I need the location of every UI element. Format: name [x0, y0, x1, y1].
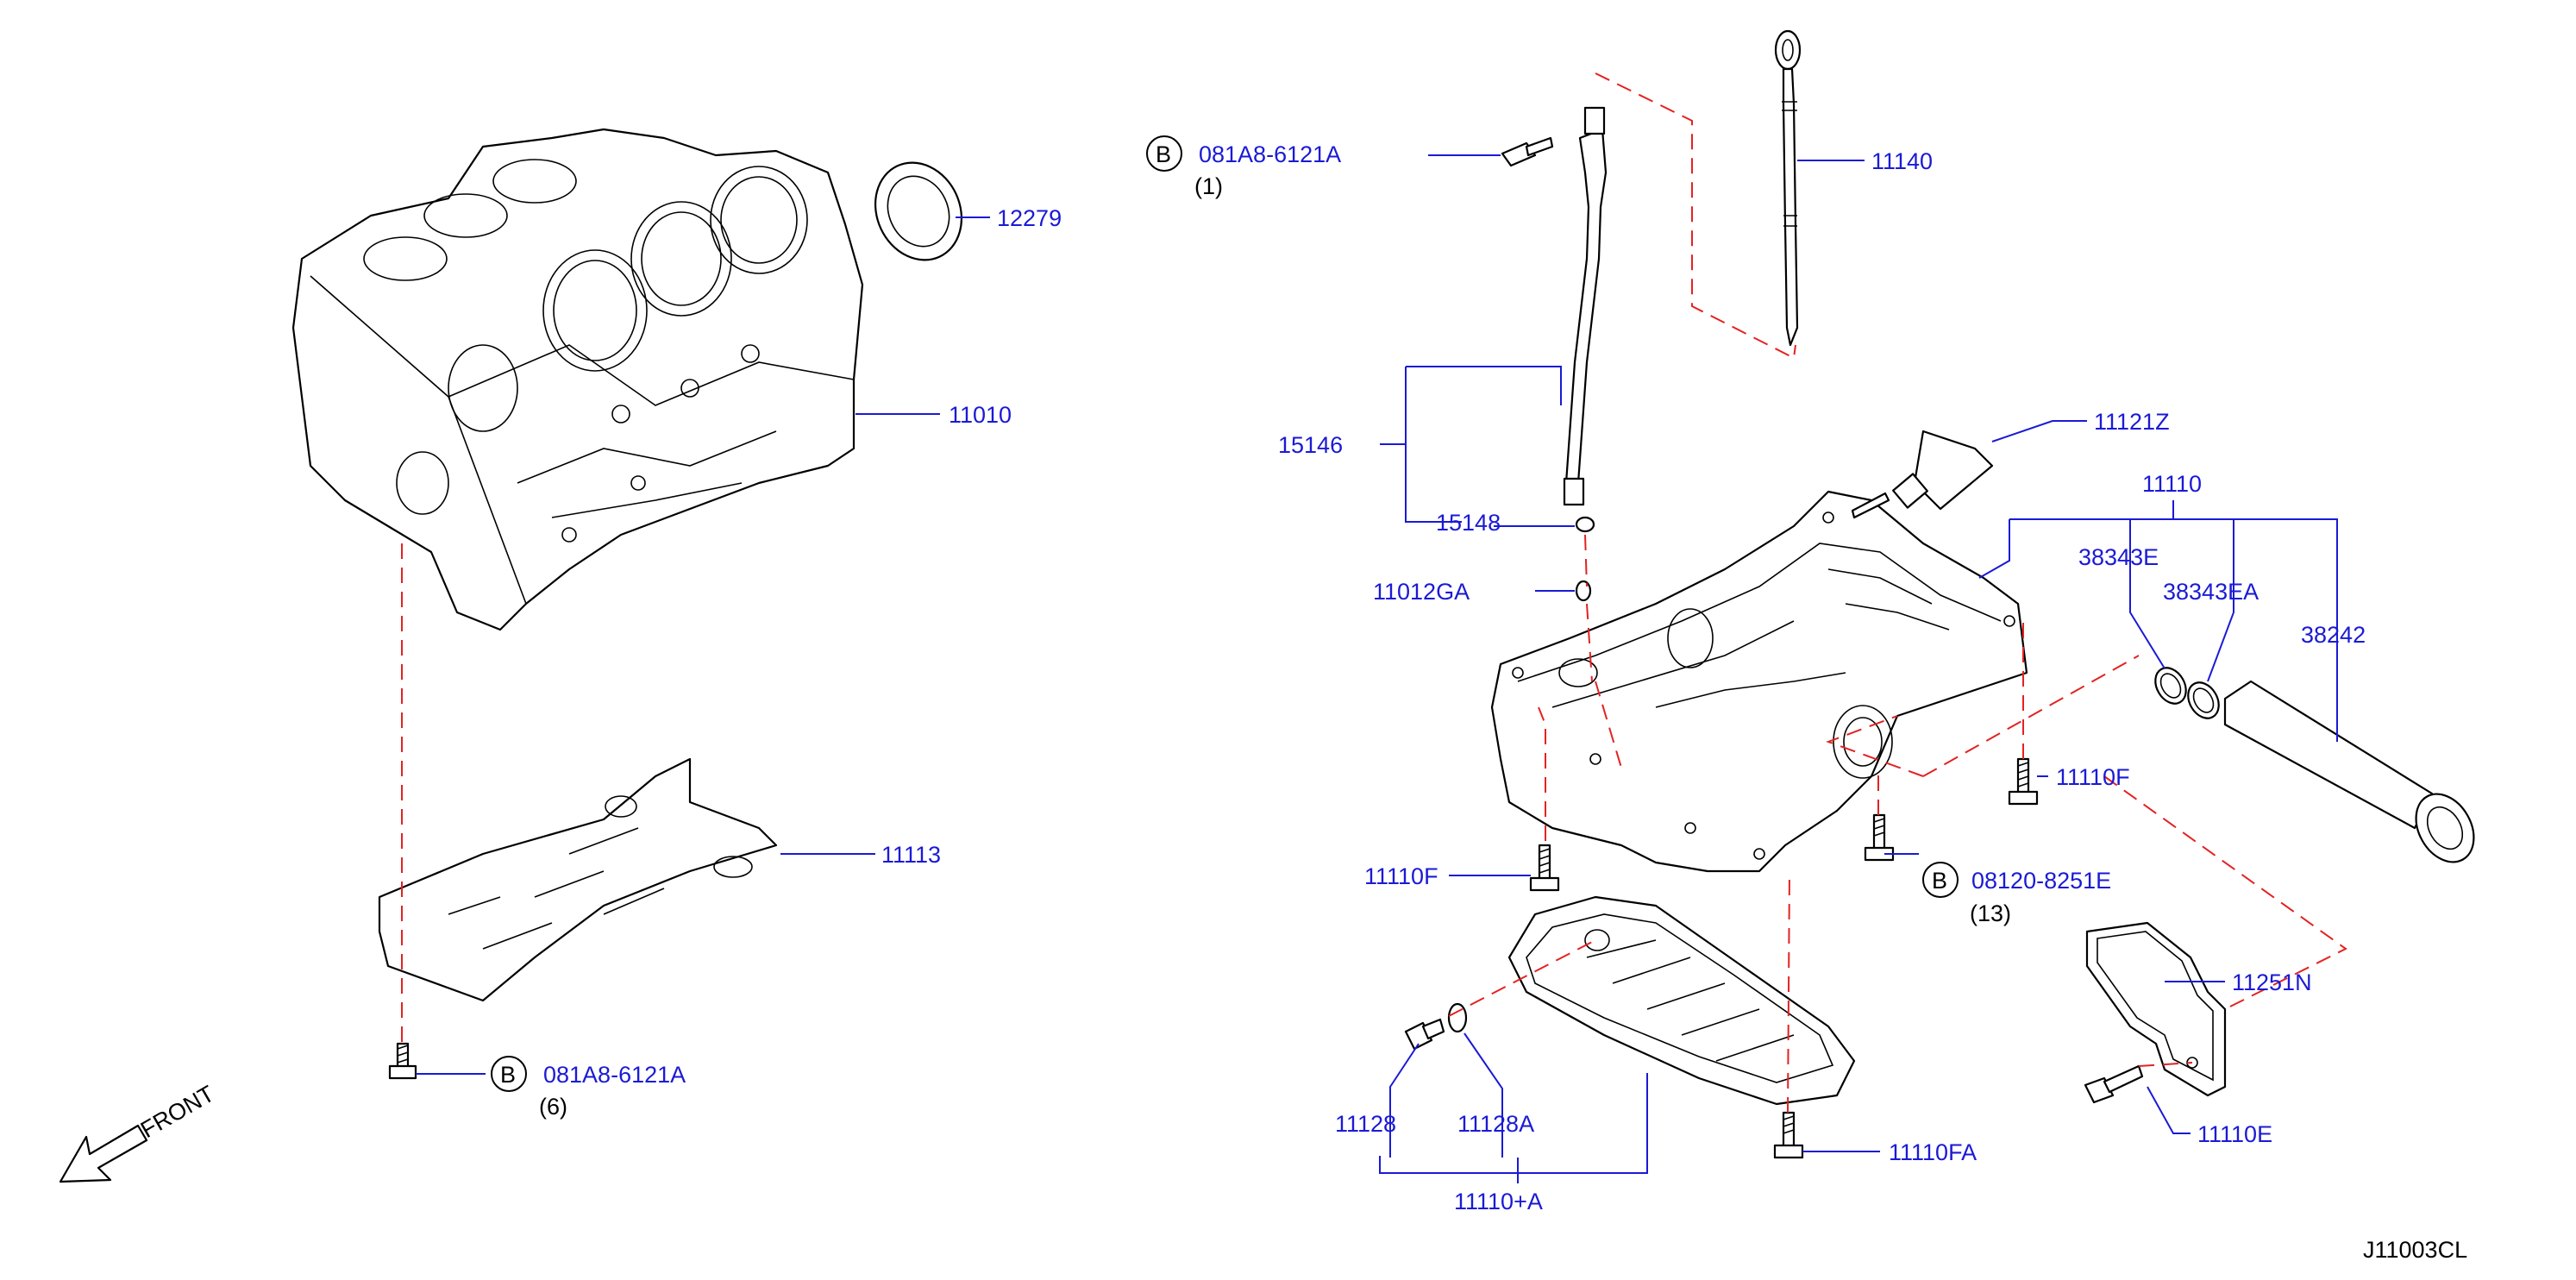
label-bolt-qty-bottom: (6) — [539, 1094, 567, 1120]
label-11251n: 11251N — [2232, 969, 2312, 995]
label-bolt-081a8-6121a-bottom: 081A8-6121A — [543, 1062, 686, 1088]
oil-pan-upper — [1490, 490, 2028, 873]
label-11128a: 11128A — [1457, 1111, 1534, 1137]
bolt-11110fa — [1773, 1111, 1804, 1159]
liquid-gasket-tube — [1851, 430, 1994, 519]
label-38242: 38242 — [2301, 622, 2366, 648]
diagram-code: J11003CL — [2363, 1237, 2467, 1263]
label-bolt-081a8-6121a-top: 081A8-6121A — [1199, 141, 1341, 167]
drain-plug-washer — [1447, 1002, 1468, 1033]
bolt-11110e — [2084, 1064, 2144, 1104]
front-label: FRONT — [136, 1081, 219, 1143]
label-bolt-08120-8251e: 08120-8251E — [1971, 868, 2111, 894]
label-11121z: 11121Z — [2094, 409, 2170, 435]
bolt-top — [1501, 136, 1554, 167]
label-38343e: 38343E — [2078, 544, 2159, 570]
o-ring-15148 — [1575, 516, 1595, 533]
label-bolt-qty-right: (13) — [1970, 900, 2011, 926]
alignment-lines — [401, 72, 2347, 1114]
bolt-callout-right: B — [1922, 862, 1959, 898]
washer-11012ga — [1575, 580, 1592, 602]
rear-oil-seal — [874, 161, 963, 261]
bolt-callout-top: B — [1146, 135, 1182, 172]
strainer-gasket — [2085, 921, 2227, 1097]
cylinder-block — [291, 128, 864, 631]
label-11110f-right: 11110F — [2056, 764, 2130, 790]
label-11128: 11128 — [1335, 1111, 1396, 1137]
label-11110f-left: 11110F — [1364, 863, 1438, 889]
label-12279: 12279 — [997, 205, 1062, 231]
label-11110fa: 11110FA — [1889, 1139, 1977, 1165]
label-11010: 11010 — [949, 402, 1012, 428]
svg-text:B: B — [500, 1062, 516, 1088]
label-11110-a: 11110+A — [1454, 1189, 1543, 1214]
bolt-callout-bottom: B — [491, 1056, 527, 1092]
bolt-11110f-right — [2008, 757, 2039, 806]
label-15146: 15146 — [1278, 432, 1343, 458]
oil-level-gauge — [1774, 29, 1802, 347]
label-11140: 11140 — [1871, 148, 1933, 174]
label-bolt-qty-top: (1) — [1194, 173, 1223, 199]
oil-strainer-tube — [2223, 680, 2475, 863]
bolt-11110f-left — [1529, 844, 1560, 892]
oil-pan-lower — [1507, 895, 1856, 1106]
label-11113: 11113 — [881, 842, 941, 868]
label-11110e: 11110E — [2197, 1121, 2272, 1147]
label-38343ea: 38343EA — [2163, 579, 2259, 605]
label-11110: 11110 — [2142, 471, 2202, 497]
drain-plug — [1404, 1018, 1445, 1051]
bolt-bottom-left — [388, 1042, 417, 1080]
svg-text:B: B — [1932, 868, 1947, 894]
oil-level-gauge-guide — [1563, 106, 1608, 506]
leader-lines — [416, 154, 2338, 1183]
o-ring-38343e — [2154, 667, 2187, 705]
o-ring-38343ea — [2187, 681, 2220, 719]
svg-text:B: B — [1156, 141, 1171, 167]
label-15148: 15148 — [1436, 510, 1501, 536]
front-arrow-icon — [59, 1124, 148, 1183]
label-11012ga: 11012GA — [1373, 579, 1470, 605]
baffle-plate — [378, 757, 778, 1002]
